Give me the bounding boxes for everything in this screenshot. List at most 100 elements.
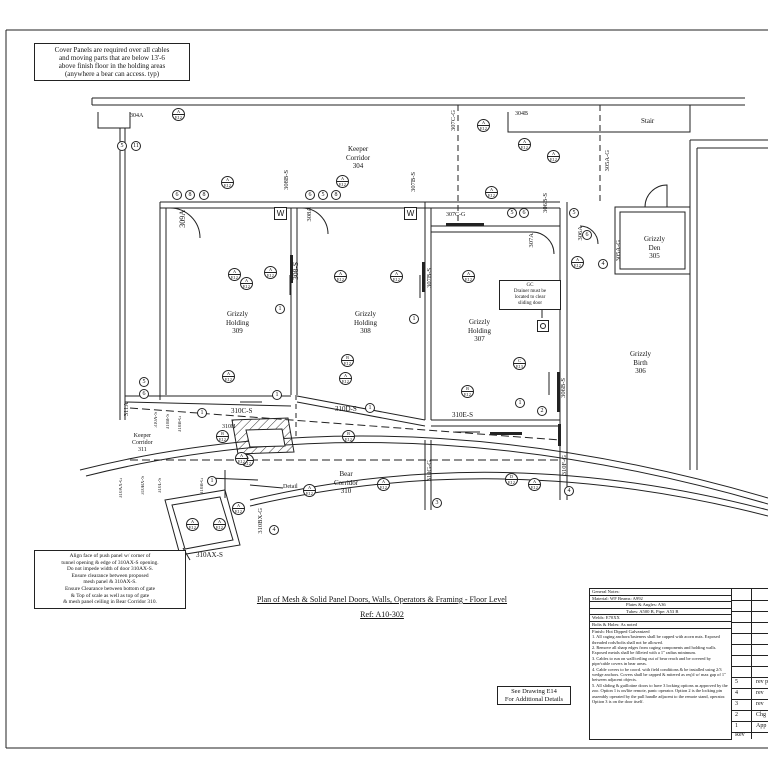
callout-bubble: 4 <box>564 486 574 496</box>
transfer-cage <box>164 489 241 556</box>
callout-bubble: 4 <box>598 259 608 269</box>
grizzly-den-305-wall-inner <box>619 211 686 270</box>
callout-bubble: 1 <box>409 314 419 324</box>
door-label-304A: 304A <box>130 113 144 119</box>
callout-bubble: 5 <box>569 208 579 218</box>
callout-bubble: 5 <box>139 377 149 387</box>
detail-label: Detail <box>283 484 298 490</box>
callout-bubble: 11 <box>131 141 141 151</box>
door-label-308B-S: 308B-S <box>283 170 290 190</box>
door-label-310B-G: 310B-G <box>178 416 183 433</box>
door-label-309A: 309A <box>178 210 187 228</box>
callout-bubble: 6 <box>305 190 315 200</box>
door-label-304B: 304B <box>515 111 529 117</box>
door-label-307B-S-top: 307B-S <box>410 172 417 192</box>
gc-drain-symbol <box>537 320 549 332</box>
callout-bubble: 6 <box>172 190 182 200</box>
door-309A-swing <box>169 207 201 239</box>
revision-row-blank <box>732 589 768 601</box>
revision-row-blank <box>732 622 768 634</box>
plan-reference: Ref: A10-302 <box>360 610 404 619</box>
door-label-310B-G-2: 310B-G <box>200 478 205 495</box>
general-notes-row: Tubes: A500 B, Pipe: A53 B <box>590 609 731 616</box>
door-label-310A-S: 310A-S <box>154 412 159 428</box>
transfer-cage-inner <box>171 496 234 550</box>
door-label-310C-S: 310C-S <box>231 407 253 415</box>
callout-bubble: 5 <box>318 190 328 200</box>
door-304A-frame <box>97 112 131 129</box>
door-label-310F-G: 310F-G <box>561 455 568 476</box>
general-notes-item: 4. Cable covers to be coord. with field … <box>592 666 726 683</box>
callout-bubble: 6 <box>582 230 592 240</box>
door-label-310D-S: 310D-S <box>335 405 357 413</box>
door-310E-panel <box>490 432 522 435</box>
revision-header: Rev <box>735 732 745 738</box>
curved-wall-north-inner <box>85 442 768 505</box>
door-label-305A-G-2: 305A-G <box>615 240 622 262</box>
door-310F-panel <box>558 424 561 446</box>
general-notes-row: Bolts & Holes: As noted <box>590 622 731 629</box>
door-306BS-panel <box>557 372 560 412</box>
revision-row-blank <box>732 655 768 667</box>
corridor-310D-wall <box>296 395 426 421</box>
scale-pad-inner <box>245 428 286 448</box>
general-notes-item: 2. Remove all sharp edges from caging co… <box>592 644 717 656</box>
door-307A-swing <box>531 231 555 255</box>
general-notes-row: Welds: E70XX <box>590 615 731 622</box>
callout-bubble: 1 <box>275 304 285 314</box>
revision-row-blank <box>732 633 768 645</box>
curved-wall-north <box>79 435 768 499</box>
general-notes-header: General Notes: <box>590 589 731 596</box>
callout-bubble: 2 <box>537 406 547 416</box>
door-den-swing <box>644 184 668 208</box>
callout-bubble: 6 <box>139 389 149 399</box>
general-notes-item: 3. Cables to run on wall/ceiling out of … <box>592 655 711 667</box>
door-label-310H: 310H <box>222 424 236 430</box>
callout-bubble: 1 <box>197 408 207 418</box>
callout-bubble: 8 <box>185 190 195 200</box>
door-308S-panel <box>290 255 293 283</box>
callout-bubble: 6 <box>519 208 529 218</box>
door-label-307C-G-top: 307C-G <box>450 110 457 131</box>
callout-bubble: 1 <box>272 390 282 400</box>
door-label-310E-S: 310E-S <box>452 411 473 419</box>
revision-row-blank <box>732 600 768 612</box>
door-label-310B-S: 310B-S <box>166 414 171 430</box>
callout-bubble: 1 <box>515 398 525 408</box>
cover-panel-note: Cover Panels are required over all cable… <box>34 43 190 81</box>
general-notes-panel: General Notes: Material: WF Beams: A992 … <box>589 588 732 740</box>
door-label-310G-G: 310G-G <box>426 460 433 482</box>
callout-bubble: 1 <box>207 476 217 486</box>
stair-outline <box>507 105 691 133</box>
